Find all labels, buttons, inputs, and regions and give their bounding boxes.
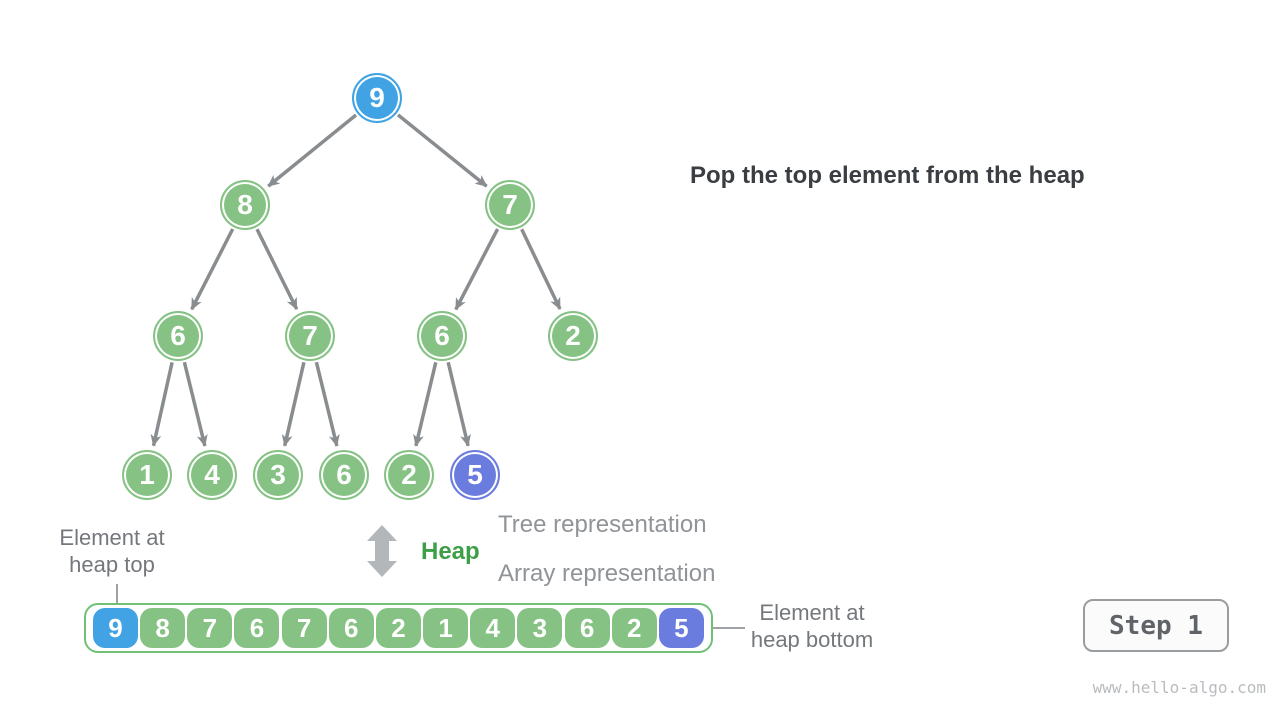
tree-edge	[314, 361, 340, 447]
array-cell-4: 4	[470, 608, 516, 648]
tree-edge	[190, 228, 235, 311]
tree-node-2: 2	[384, 450, 434, 500]
up-down-arrow-icon	[367, 525, 397, 577]
array-cell-6: 6	[234, 608, 280, 648]
array-cell-9: 9	[93, 608, 138, 648]
tree-edge	[454, 228, 500, 311]
tree-node-7: 7	[485, 180, 535, 230]
tree-node-9: 9	[352, 73, 402, 123]
tree-edge	[281, 361, 306, 447]
tree-node-3: 3	[253, 450, 303, 500]
tree-node-2: 2	[548, 311, 598, 361]
label-line: Element at	[59, 525, 165, 550]
heap-bottom-connector-line	[713, 627, 745, 629]
tree-node-1: 1	[122, 450, 172, 500]
label-line: heap top	[69, 552, 155, 577]
tree-node-6: 6	[153, 311, 203, 361]
array-cell-3: 3	[517, 608, 563, 648]
tree-edge	[520, 228, 562, 310]
array-cell-8: 8	[140, 608, 186, 648]
array-cell-5: 5	[658, 608, 704, 648]
tree-edge	[255, 228, 299, 310]
tree-edge	[150, 362, 174, 447]
tree-edge	[182, 361, 208, 447]
array-cell-6: 6	[328, 608, 374, 648]
tree-edge	[267, 113, 358, 188]
heap-top-connector-line	[116, 584, 118, 604]
tree-node-7: 7	[285, 311, 335, 361]
label-line: Element at	[759, 600, 865, 625]
array-cell-7: 7	[281, 608, 327, 648]
tree-node-4: 4	[187, 450, 237, 500]
array-cell-6: 6	[564, 608, 610, 648]
diagram-title: Pop the top element from the heap	[690, 162, 1085, 189]
tree-node-8: 8	[220, 180, 270, 230]
tree-edge	[446, 361, 471, 447]
array-cell-2: 2	[375, 608, 421, 648]
array-representation-label: Array representation	[498, 560, 716, 587]
tree-node-6: 6	[417, 311, 467, 361]
tree-node-6: 6	[319, 450, 369, 500]
heap-top-label: Element at heap top	[59, 524, 164, 578]
label-line: heap bottom	[750, 627, 874, 652]
tree-edge	[413, 361, 438, 447]
heap-label: Heap	[421, 538, 480, 565]
step-button: Step 1	[1083, 599, 1229, 652]
array-cell-7: 7	[187, 608, 233, 648]
tree-node-5: 5	[450, 450, 500, 500]
tree-edge	[396, 113, 488, 188]
array-cell-1: 1	[423, 608, 469, 648]
watermark: www.hello-algo.com	[1092, 678, 1266, 697]
heap-bottom-label: Element at heap bottom	[751, 599, 873, 653]
array-cell-2: 2	[611, 608, 657, 648]
tree-representation-label: Tree representation	[498, 511, 707, 538]
